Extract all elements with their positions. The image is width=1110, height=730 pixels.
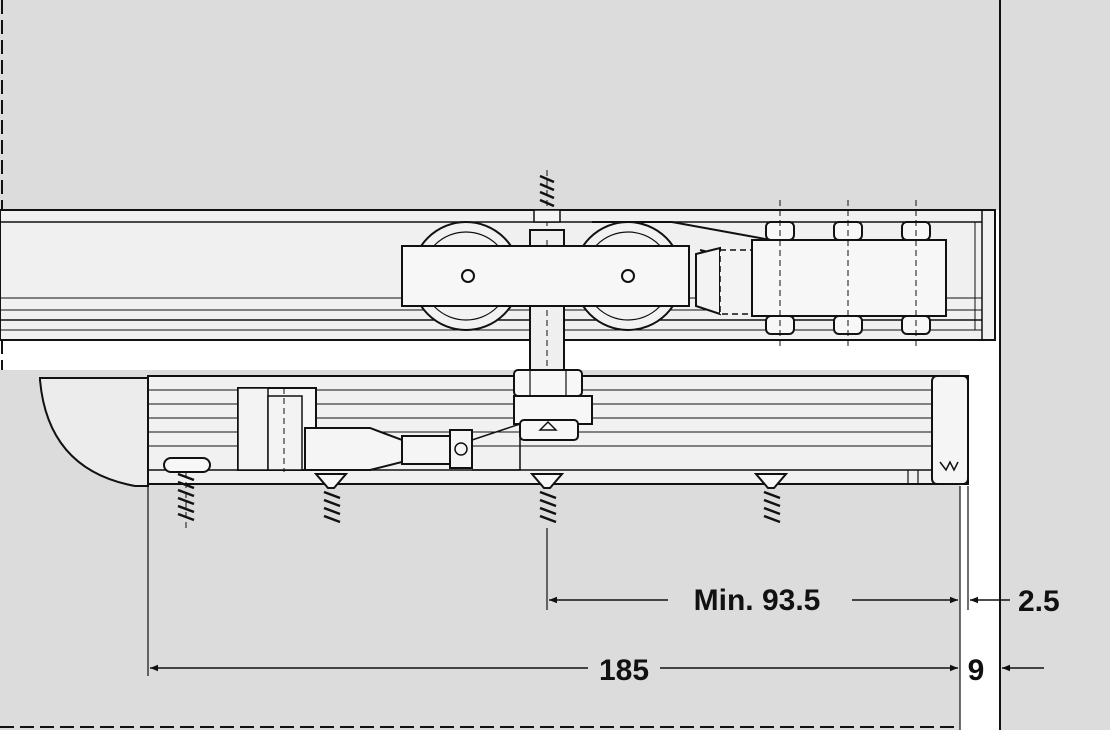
dimension-track-width: 185 xyxy=(150,654,958,687)
fixing-screw-1 xyxy=(163,457,211,530)
dimension-panel-thickness: 9 xyxy=(968,654,1044,687)
dimension-label-gap: 2.5 xyxy=(1018,585,1060,618)
bolt-nut-assembly xyxy=(513,369,593,441)
trolley-body xyxy=(401,245,690,307)
ceiling-area xyxy=(0,0,1000,730)
end-stopper-block xyxy=(751,200,947,346)
ceiling-screw xyxy=(533,170,561,248)
adjuster-bracket xyxy=(237,387,317,472)
extension-lines xyxy=(147,486,969,730)
fixing-screw-2 xyxy=(313,473,349,524)
fixing-screw-3 xyxy=(529,473,565,524)
fixing-screw-4 xyxy=(753,473,789,524)
wall-panel xyxy=(999,0,1110,730)
dimension-label-panel-thickness: 9 xyxy=(968,654,985,687)
dimension-label-min-clearance: Min. 93.5 xyxy=(694,584,821,617)
door-panel-rounded-end xyxy=(39,377,149,487)
dimension-gap: 2.5 xyxy=(970,585,1060,618)
dimension-min-clearance: Min. 93.5 xyxy=(549,584,958,617)
stopper-spring-clip xyxy=(592,221,833,316)
adjusting-screw xyxy=(304,422,521,471)
dimension-label-track-width: 185 xyxy=(599,654,649,687)
